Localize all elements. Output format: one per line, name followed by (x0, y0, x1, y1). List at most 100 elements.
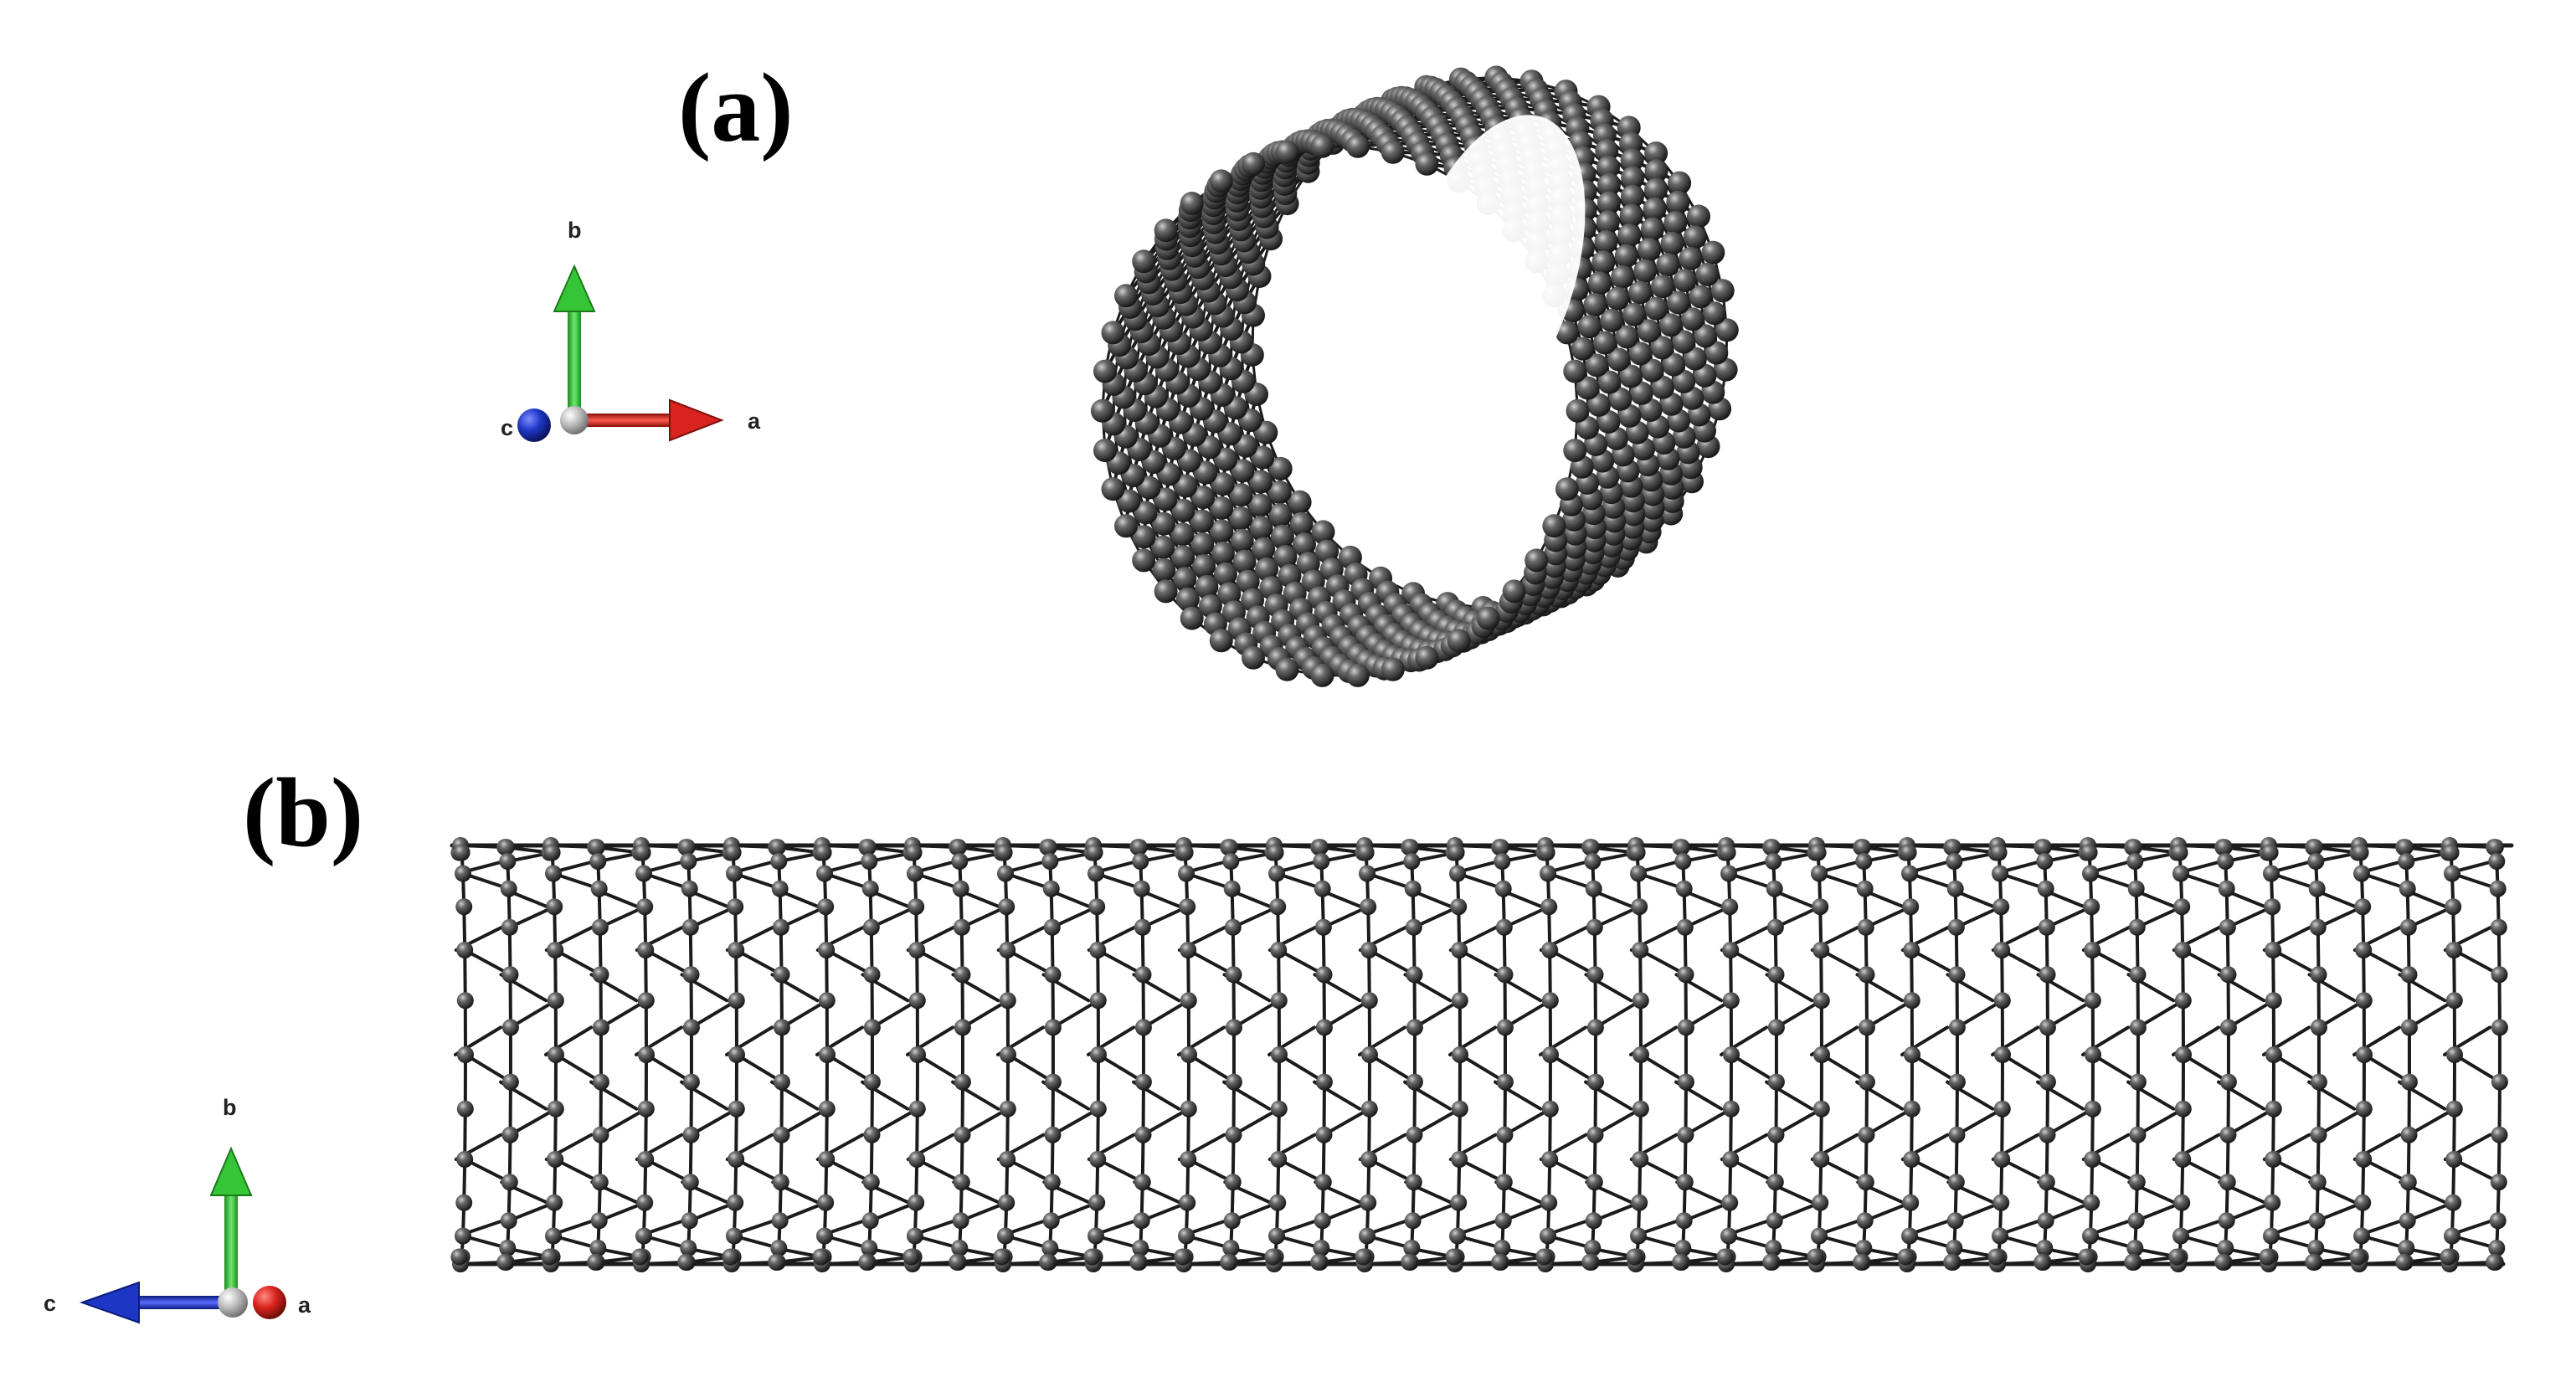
carbon-atom (1677, 1126, 1694, 1143)
carbon-atom (1406, 1019, 1423, 1036)
carbon-atom (1170, 522, 1195, 547)
carbon-atom (496, 1253, 514, 1271)
carbon-atom (1449, 1227, 1466, 1245)
bond (2136, 999, 2185, 1030)
carbon-atom (1628, 342, 1653, 366)
carbon-atom (1858, 1019, 1875, 1036)
carbon-atom (636, 898, 654, 916)
carbon-atom (1151, 535, 1175, 559)
carbon-atom (1594, 230, 1618, 254)
carbon-atom (1710, 279, 1735, 303)
carbon-atom (1858, 966, 1875, 984)
carbon-atom (1093, 439, 1117, 463)
carbon-atom (2173, 898, 2191, 916)
carbon-atom (1451, 942, 1468, 958)
bond (1729, 1158, 1777, 1184)
carbon-atom (1767, 966, 1785, 984)
carbon-atom (1360, 898, 1377, 916)
carbon-atom (1766, 880, 1783, 897)
carbon-atom (1992, 865, 2008, 882)
carbon-atom (1990, 844, 2008, 861)
carbon-atom (2039, 1019, 2056, 1036)
carbon-atom (908, 1151, 926, 1168)
carbon-atom (637, 1100, 655, 1118)
carbon-atom (1540, 1194, 1558, 1211)
bond (644, 948, 648, 1003)
bond (1231, 1107, 1281, 1137)
carbon-atom (1134, 966, 1152, 984)
panel-a-label: (a) (678, 53, 794, 162)
carbon-atom (1540, 865, 1556, 882)
carbon-atom (2129, 1126, 2147, 1143)
carbon-atom (1767, 1126, 1785, 1143)
carbon-atom (1224, 918, 1242, 936)
carbon-atom (861, 1212, 879, 1230)
carbon-atom (771, 1212, 789, 1230)
bond (825, 1107, 829, 1161)
carbon-atom (2219, 1126, 2237, 1143)
carbon-atom (1180, 192, 1204, 215)
carbon-atom (722, 1248, 739, 1266)
carbon-atom (2264, 1194, 2281, 1211)
carbon-atom (1542, 514, 1566, 538)
bond (1549, 1053, 1597, 1084)
carbon-atom (728, 1151, 745, 1168)
carbon-atom (1628, 280, 1653, 305)
carbon-atom (1314, 1212, 1331, 1230)
carbon-atom (816, 865, 833, 882)
carbon-atom (2400, 1073, 2418, 1091)
carbon-atom (2129, 1019, 2147, 1036)
bond (1774, 999, 1823, 1030)
carbon-atom (1812, 898, 1829, 916)
carbon-atom (543, 844, 561, 861)
bond (1819, 1158, 1868, 1184)
carbon-atom (2084, 992, 2101, 1010)
carbon-atom (2265, 1151, 2282, 1168)
carbon-atom (1948, 1126, 1966, 1143)
carbon-atom (1689, 285, 1713, 309)
carbon-atom (1213, 562, 1237, 586)
carbon-atom (2080, 844, 2098, 861)
carbon-atom (1719, 844, 1736, 861)
carbon-atom (1345, 134, 1370, 158)
carbon-atom (1993, 942, 2011, 958)
bond (825, 948, 874, 977)
carbon-atom (2355, 942, 2373, 958)
carbon-atom (1853, 1253, 1870, 1271)
carbon-atom (949, 839, 967, 856)
carbon-atom (952, 880, 969, 897)
carbon-atom (861, 880, 879, 897)
carbon-atom (1406, 1126, 1423, 1143)
bond (1277, 1158, 1325, 1184)
carbon-atom (501, 966, 519, 984)
carbon-atom (2491, 1073, 2508, 1091)
carbon-atom (1180, 1151, 1197, 1168)
carbon-atom (1210, 496, 1234, 520)
carbon-atom (1542, 1046, 1559, 1063)
carbon-atom (1355, 1248, 1372, 1266)
a-axis-shaft (578, 414, 678, 427)
carbon-atom (2039, 1126, 2056, 1143)
carbon-atom (2396, 839, 2414, 856)
carbon-atom (1450, 898, 1468, 916)
bond (2090, 1107, 2095, 1161)
carbon-atom (1677, 1019, 1694, 1036)
carbon-atom (2265, 942, 2282, 958)
carbon-atom (1220, 1253, 1237, 1271)
carbon-atom (1946, 1212, 1964, 1230)
carbon-atom (2034, 839, 2052, 856)
carbon-atom (727, 898, 744, 916)
carbon-atom (1089, 1151, 1107, 1168)
carbon-atom (819, 1046, 836, 1063)
carbon-atom (1577, 315, 1602, 339)
carbon-atom (1445, 1248, 1463, 1266)
carbon-atom (1255, 557, 1279, 581)
carbon-atom (1267, 844, 1284, 861)
carbon-atom (1620, 148, 1644, 172)
carbon-atom (1766, 1174, 1784, 1191)
carbon-atom (728, 1100, 745, 1118)
carbon-atom (2038, 1174, 2055, 1191)
bond (915, 1158, 964, 1184)
carbon-atom (1221, 839, 1238, 856)
carbon-atom (2172, 865, 2189, 882)
